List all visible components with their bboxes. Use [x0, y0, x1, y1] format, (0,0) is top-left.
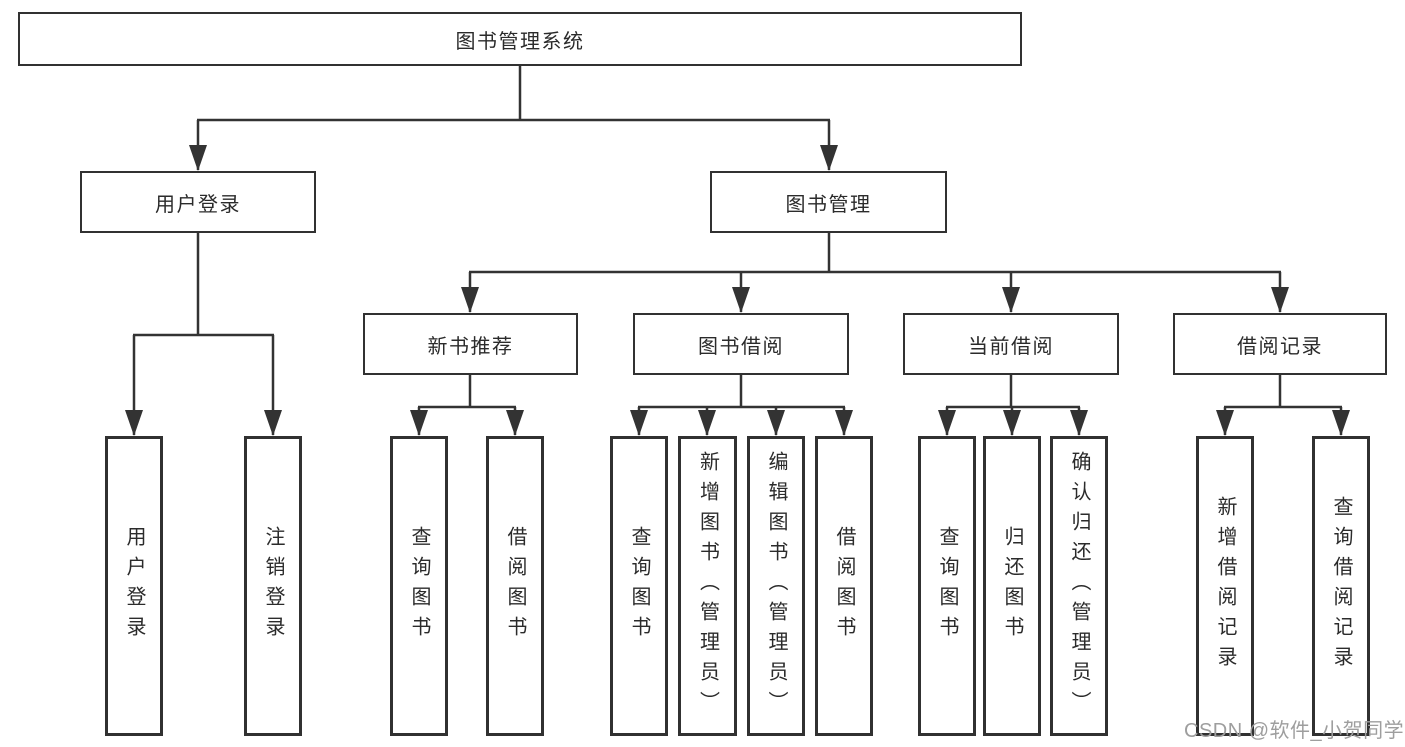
leaf-label: 注销登录 — [262, 526, 284, 646]
node-book-borrowing: 图书借阅 — [633, 313, 849, 375]
leaf-cb-return-books: 归还图书 — [983, 436, 1041, 736]
leaf-bb-edit-books: 编辑图书（管理员） — [747, 436, 805, 736]
leaf-bb-query-books: 查询图书 — [610, 436, 668, 736]
leaf-label: 新增借阅记录 — [1214, 496, 1236, 676]
leaf-br-query-record: 查询借阅记录 — [1312, 436, 1370, 736]
leaf-label: 归还图书 — [1001, 526, 1023, 646]
node-label: 图书管理 — [785, 193, 872, 216]
leaf-nbr-borrow-books: 借阅图书 — [486, 436, 544, 736]
leaf-label: 查询借阅记录 — [1330, 496, 1352, 676]
node-label: 用户登录 — [155, 193, 241, 216]
leaf-label: 查询图书 — [408, 526, 430, 646]
node-label: 图书管理系统 — [455, 30, 585, 53]
leaf-bb-borrow-books: 借阅图书 — [815, 436, 873, 736]
leaf-bb-add-books: 新增图书（管理员） — [678, 436, 737, 736]
leaf-label: 确认归还（管理员） — [1068, 451, 1090, 721]
leaf-cb-query-books: 查询图书 — [918, 436, 976, 736]
leaf-label: 借阅图书 — [833, 526, 855, 646]
node-borrowing-records: 借阅记录 — [1173, 313, 1387, 375]
node-user-login: 用户登录 — [80, 171, 316, 233]
leaf-br-add-record: 新增借阅记录 — [1196, 436, 1254, 736]
leaf-logout: 注销登录 — [244, 436, 302, 736]
leaf-label: 查询图书 — [936, 526, 958, 646]
leaf-label: 新增图书（管理员） — [696, 451, 719, 721]
leaf-label: 编辑图书（管理员） — [765, 451, 787, 721]
node-book-management: 图书管理 — [710, 171, 947, 233]
node-label: 当前借阅 — [968, 335, 1054, 358]
node-label: 新书推荐 — [427, 335, 514, 358]
leaf-nbr-query-books: 查询图书 — [390, 436, 448, 736]
node-library-management-system: 图书管理系统 — [18, 12, 1022, 66]
csdn-watermark: CSDN @软件_小贺同学 — [1184, 720, 1405, 742]
leaf-user-login: 用户登录 — [105, 436, 163, 736]
leaf-label: 查询图书 — [628, 526, 650, 646]
leaf-label: 借阅图书 — [504, 526, 526, 646]
node-current-borrowing: 当前借阅 — [903, 313, 1119, 375]
node-label: 借阅记录 — [1237, 335, 1323, 358]
leaf-cb-confirm-return: 确认归还（管理员） — [1050, 436, 1108, 736]
node-label: 图书借阅 — [698, 335, 784, 358]
node-new-book-recommend: 新书推荐 — [363, 313, 578, 375]
leaf-label: 用户登录 — [123, 526, 145, 646]
